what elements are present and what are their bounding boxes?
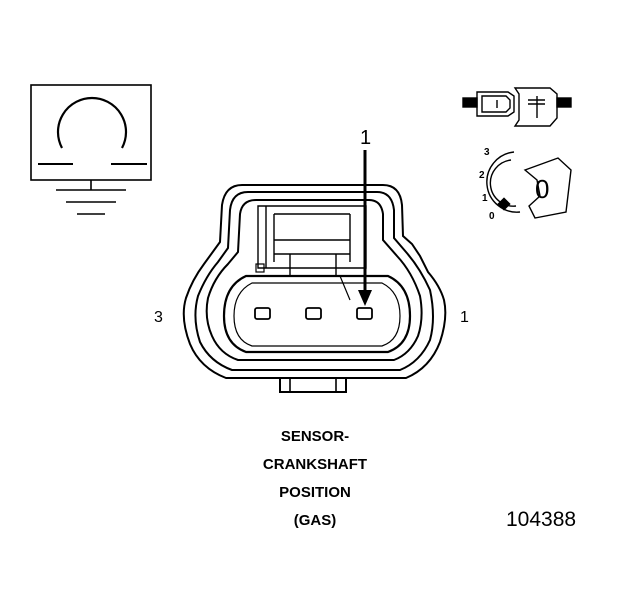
caption-line-3: POSITION xyxy=(279,484,351,501)
key-view-letter: 0 xyxy=(535,174,550,204)
caption-line-4: (GAS) xyxy=(293,512,337,529)
pin-cavity-1 xyxy=(356,307,373,320)
reference-number: 104388 xyxy=(506,508,577,531)
key-position-indicator-icon xyxy=(486,151,572,219)
pin-cavity-2 xyxy=(305,307,322,320)
pin-cavity-3 xyxy=(254,307,271,320)
key-position-label-0: 0 xyxy=(489,211,495,222)
pin-right-label: 1 xyxy=(460,309,469,326)
connector-caption: SENSOR- CRANKSHAFT POSITION (GAS) xyxy=(200,423,430,535)
pin-left-label: 3 xyxy=(154,309,163,326)
key-position-label-3: 3 xyxy=(484,147,490,158)
mating-connector-icon xyxy=(462,87,572,127)
callout-label: 1 xyxy=(360,127,372,149)
connector-body xyxy=(182,184,447,393)
key-position-label-2: 2 xyxy=(479,170,485,181)
callout-arrow xyxy=(358,150,372,306)
ohm-ground-symbol-icon xyxy=(30,84,152,215)
caption-line-2: CRANKSHAFT xyxy=(262,456,368,473)
caption-line-1: SENSOR- xyxy=(280,428,350,445)
pin-cavities xyxy=(254,307,373,320)
key-position-label-1: 1 xyxy=(482,193,488,204)
